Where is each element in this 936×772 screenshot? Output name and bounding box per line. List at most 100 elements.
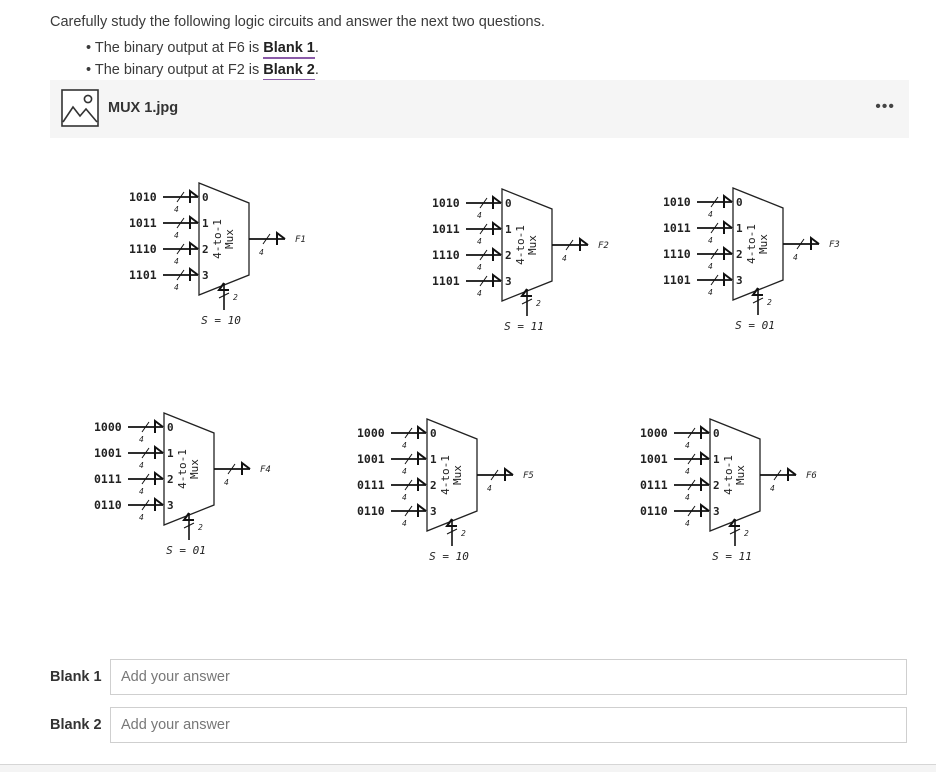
port-label: 3 (430, 505, 437, 518)
mux-body (198, 182, 250, 296)
attachment-filename[interactable]: MUX 1.jpg (108, 100, 179, 116)
output-arrow (810, 236, 820, 250)
bus-width-label: 4 (793, 253, 798, 262)
input-arrow (700, 425, 710, 439)
bus-slash (183, 522, 195, 529)
input-value: 1110 (129, 242, 157, 256)
bullet-prefix: The binary output at F2 is (94, 62, 264, 78)
bus-slash (710, 222, 719, 234)
port-label: 0 (736, 196, 743, 209)
port-label: 1 (430, 453, 437, 466)
blank-1-input[interactable] (110, 659, 907, 695)
bus-width-label: 4 (708, 236, 713, 245)
port-label: 3 (167, 499, 174, 512)
bus-width-label: 4 (174, 283, 179, 292)
blank-2-reference: Blank 2 (263, 62, 315, 81)
input-value: 1011 (663, 221, 691, 235)
bus-slash (687, 505, 696, 517)
input-value: 1001 (94, 446, 122, 460)
bus-slash (404, 479, 413, 491)
output-arrow (241, 461, 251, 475)
input-arrow (154, 445, 164, 459)
input-arrow (417, 477, 427, 491)
mux-label-line: 4-to-1 (722, 455, 735, 495)
bus-width-label: 4 (174, 257, 179, 266)
bus-width-label: 4 (477, 263, 482, 272)
port-label: 1 (713, 453, 720, 466)
port-label: 0 (505, 197, 512, 210)
page-footer-strip (0, 765, 936, 772)
mux-label-line: Mux (734, 465, 747, 485)
input-value: 1000 (357, 426, 385, 440)
input-value: 1101 (129, 268, 157, 282)
bus-slash (479, 197, 488, 209)
select-value: S = 01 (735, 319, 775, 332)
select-width-label: 2 (744, 529, 749, 538)
port-label: 3 (505, 275, 512, 288)
bus-slash (479, 275, 488, 287)
bus-width-label: 4 (708, 262, 713, 271)
input-value: 1101 (663, 273, 691, 287)
bus-slash (687, 427, 696, 439)
bullet-item: The binary output at F2 is Blank 2. (86, 60, 319, 82)
bus-width-label: 4 (770, 484, 775, 493)
output-label: F5 (523, 471, 534, 481)
port-label: 2 (505, 249, 512, 262)
select-value: S = 11 (504, 320, 544, 333)
port-label: 2 (167, 473, 174, 486)
input-value: 1001 (640, 452, 668, 466)
bus-slash (490, 469, 499, 481)
answer-row-blank-2: Blank 2 (50, 707, 910, 745)
more-options-button[interactable]: ••• (875, 98, 895, 115)
input-arrow (700, 477, 710, 491)
question-intro: Carefully study the following logic circ… (50, 14, 545, 30)
mux-label-line: 4-to-1 (439, 455, 452, 495)
output-label: F2 (598, 241, 609, 251)
image-icon (61, 89, 99, 127)
mux-label-line: Mux (223, 229, 236, 249)
select-arrow (182, 512, 194, 521)
output-arrow (276, 231, 286, 245)
input-arrow (492, 195, 502, 209)
output-label: F3 (829, 240, 840, 250)
mux-label-line: Mux (188, 459, 201, 479)
bus-width-label: 4 (402, 441, 407, 450)
mux-body (709, 418, 761, 532)
mux-label-line: 4-to-1 (176, 449, 189, 489)
output-arrow (787, 467, 797, 481)
bus-width-label: 4 (402, 493, 407, 502)
mux-label: 4-to-1Mux (722, 455, 747, 495)
answer-row-blank-1: Blank 1 (50, 659, 910, 697)
port-label: 2 (430, 479, 437, 492)
bus-width-label: 4 (402, 519, 407, 528)
port-label: 0 (430, 427, 437, 440)
bus-slash (141, 447, 150, 459)
input-value: 1001 (357, 452, 385, 466)
mux-label: 4-to-1Mux (514, 225, 539, 265)
select-arrow (728, 518, 740, 527)
bus-width-label: 4 (685, 493, 690, 502)
blank-2-input[interactable] (110, 707, 907, 743)
input-arrow (154, 471, 164, 485)
port-label: 3 (202, 269, 209, 282)
input-value: 1110 (663, 247, 691, 261)
input-value: 0110 (640, 504, 668, 518)
bullet-suffix: . (314, 40, 319, 56)
blank-1-reference: Blank 1 (263, 40, 315, 59)
select-value: S = 10 (429, 550, 469, 563)
bus-width-label: 4 (259, 248, 264, 257)
bus-slash (141, 421, 150, 433)
bus-slash (710, 248, 719, 260)
attachment-bar[interactable]: MUX 1.jpg ••• (50, 80, 909, 138)
mux-label: 4-to-1Mux (176, 449, 201, 489)
mux-body (732, 187, 784, 301)
mux-body (163, 412, 215, 526)
bus-slash (796, 238, 805, 250)
blank-2-label: Blank 2 (50, 717, 102, 733)
bus-width-label: 4 (402, 467, 407, 476)
bus-width-label: 4 (139, 513, 144, 522)
port-label: 0 (713, 427, 720, 440)
